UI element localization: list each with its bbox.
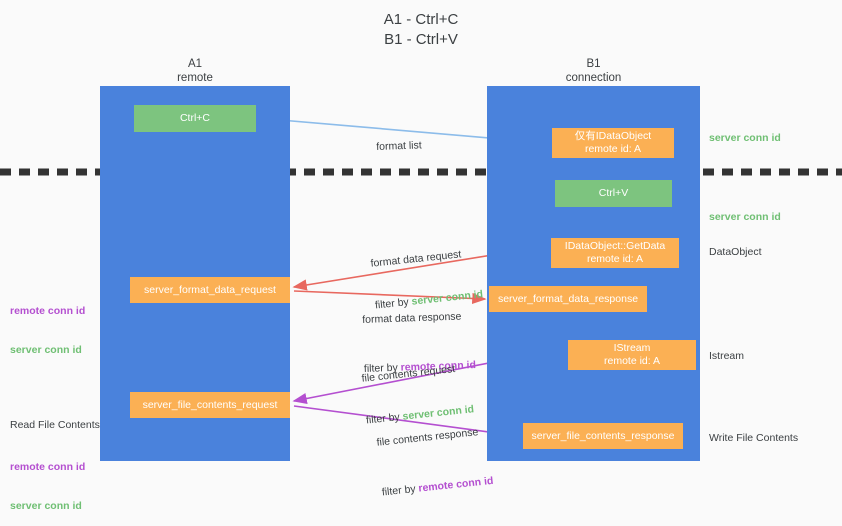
box-idataobject-getdata[interactable]: IDataObject::GetData remote id: A (551, 238, 679, 268)
side-label-server-conn-id: server conn id (10, 344, 82, 356)
side-label-read-file-contents-group: Read File Contents remote conn id server… (10, 393, 100, 526)
box-server-file-contents-response[interactable]: server_file_contents_response (523, 423, 683, 449)
side-label-remote-conn-id: remote conn id (10, 305, 86, 317)
side-label-server-conn-id: server conn id (10, 500, 82, 512)
box-server-format-data-request[interactable]: server_format_data_request (130, 277, 290, 303)
edge-label-format-data-request-text: format data request (370, 248, 462, 270)
side-label-istream: Istream (709, 350, 745, 362)
side-label-server-conn-id-middle: server conn id (709, 211, 781, 223)
box-server-file-contents-request[interactable]: server_file_contents_request (130, 392, 290, 418)
edge-label-format-list-text: format list (376, 139, 422, 153)
side-label-conn-ids-format: remote conn id server conn id (10, 279, 85, 370)
side-label-dataobject: DataObject (709, 246, 762, 258)
side-label-read-file-contents: Read File Contents (10, 419, 100, 431)
box-server-format-data-response[interactable]: server_format_data_response (489, 286, 647, 312)
edge-label-file-contents-response-filter: filter by remote conn id (381, 474, 494, 500)
box-ctrl-c[interactable]: Ctrl+C (134, 105, 256, 132)
edge-label-format-data-response-text: format data response (362, 310, 462, 326)
arrow-file-contents-response (293, 405, 521, 440)
edge-label-file-contents-response-text: file contents response (376, 426, 479, 449)
column-header-b1: B1 connection (565, 58, 622, 84)
edge-label-file-contents-request-text: file contents request (361, 363, 456, 385)
side-label-server-conn-id-top: server conn id (709, 132, 781, 144)
filter-by-prefix: filter by (381, 482, 420, 499)
page-title: A1 - Ctrl+C B1 - Ctrl+V (383, 11, 459, 48)
arrow-format-data-response (293, 290, 487, 305)
edge-label-file-contents-response: file contents response filter by remote … (373, 396, 495, 513)
side-label-write-file-contents: Write File Contents (709, 432, 799, 444)
side-label-remote-conn-id: remote conn id (10, 461, 86, 473)
box-istream[interactable]: IStream remote id: A (568, 340, 696, 370)
box-ctrl-v[interactable]: Ctrl+V (555, 180, 672, 207)
column-header-a1: A1 remote (177, 58, 213, 84)
box-idataobject[interactable]: 仅有IDataObject remote id: A (552, 128, 674, 158)
edge-label-format-list: format list (375, 110, 422, 168)
